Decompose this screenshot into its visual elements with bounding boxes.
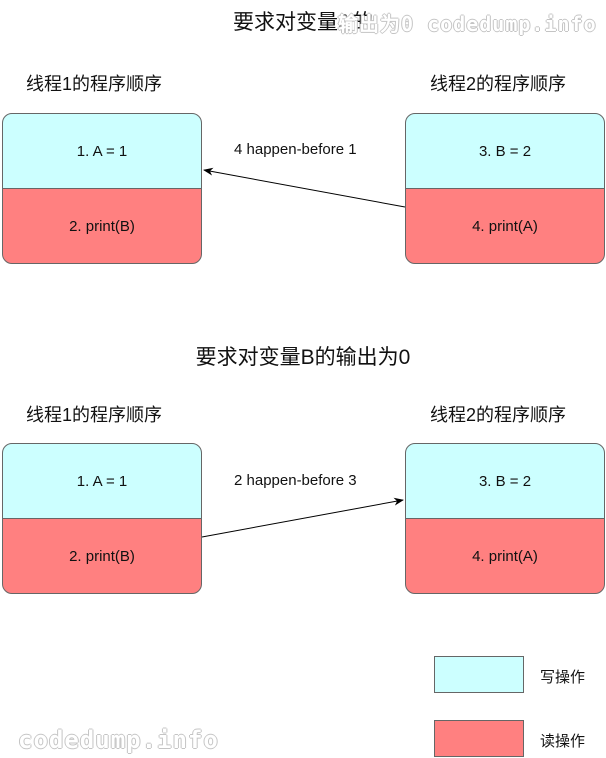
diagram2-thread2-op1: 3. B = 2 <box>405 443 605 519</box>
diagram1-thread1-op2: 2. print(B) <box>2 188 202 264</box>
diagram1-happens-before-arrow <box>203 167 406 208</box>
diagram2-thread1-op1: 1. A = 1 <box>2 443 202 519</box>
diagram2-thread2-heading: 线程2的程序顺序 <box>430 405 567 425</box>
diagram2-title: 要求对变量B的输出为0 <box>195 346 411 369</box>
watermark-bottom: codedump.info <box>18 726 219 754</box>
diagram1-thread2-heading: 线程2的程序顺序 <box>430 74 567 94</box>
diagram1-thread2-op1: 3. B = 2 <box>405 113 605 189</box>
diagram2-edge-label: 2 happen-before 3 <box>234 472 357 489</box>
diagram2-happens-before-arrow <box>201 497 404 538</box>
legend-read-swatch <box>434 720 524 757</box>
watermark-top: 输出为0 codedump.info <box>338 12 597 36</box>
diagram1-title: 要求对变量A的 <box>232 11 373 34</box>
diagram2-thread1-op2: 2. print(B) <box>2 518 202 594</box>
diagram1-edge-label: 4 happen-before 1 <box>234 141 357 158</box>
diagram1-thread2-op2: 4. print(A) <box>405 188 605 264</box>
legend-read-label: 读操作 <box>540 733 586 750</box>
legend-write-label: 写操作 <box>540 669 586 686</box>
legend-write-swatch <box>434 656 524 693</box>
diagram1-thread1-op1: 1. A = 1 <box>2 113 202 189</box>
diagram2-thread1-heading: 线程1的程序顺序 <box>26 405 163 425</box>
diagram1-thread1-heading: 线程1的程序顺序 <box>26 74 163 94</box>
diagram2-thread2-op2: 4. print(A) <box>405 518 605 594</box>
